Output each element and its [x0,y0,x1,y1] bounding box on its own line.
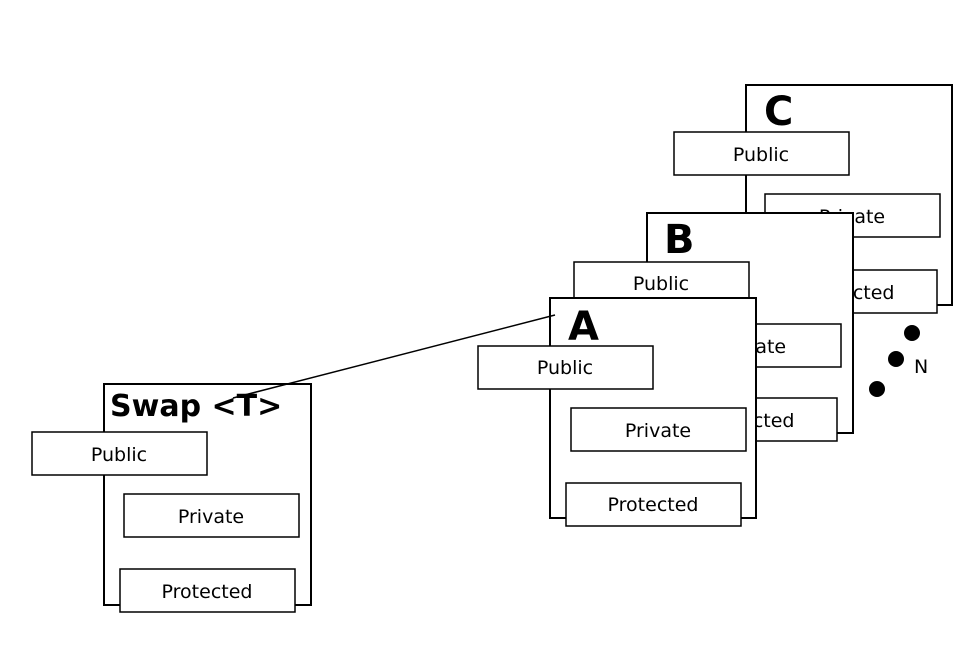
swap-template-group: Swap <T> Public Private Protected [31,383,312,613]
class-c-public-label: Public [733,144,789,166]
class-a-protected-label: Protected [608,494,699,516]
continuation-dot [904,325,920,341]
class-a-protected-box [565,482,742,527]
instantiation-connector [232,314,556,399]
swap-public-box [31,431,208,476]
class-a-public-label: Public [537,357,593,379]
class-b-public-label: Public [633,273,689,295]
swap-public-label: Public [91,444,147,466]
continuation-label: N [914,356,928,378]
continuation-dot [869,381,885,397]
class-a-private-box [570,407,747,452]
continuation-marker: N [869,325,928,397]
continuation-dot [888,351,904,367]
class-c-title: C [764,89,793,135]
swap-private-box [123,493,300,538]
class-a-title: A [568,304,599,350]
swap-title: Swap <T> [110,389,282,424]
class-a-private-label: Private [625,420,691,442]
class-c-public-box [673,131,850,176]
class-a-group: A Public Private Protected [477,297,757,527]
class-a-public-box [477,345,654,390]
swap-protected-box [119,568,296,613]
swap-protected-label: Protected [162,581,253,603]
class-b-title: B [664,217,695,263]
swap-private-label: Private [178,506,244,528]
